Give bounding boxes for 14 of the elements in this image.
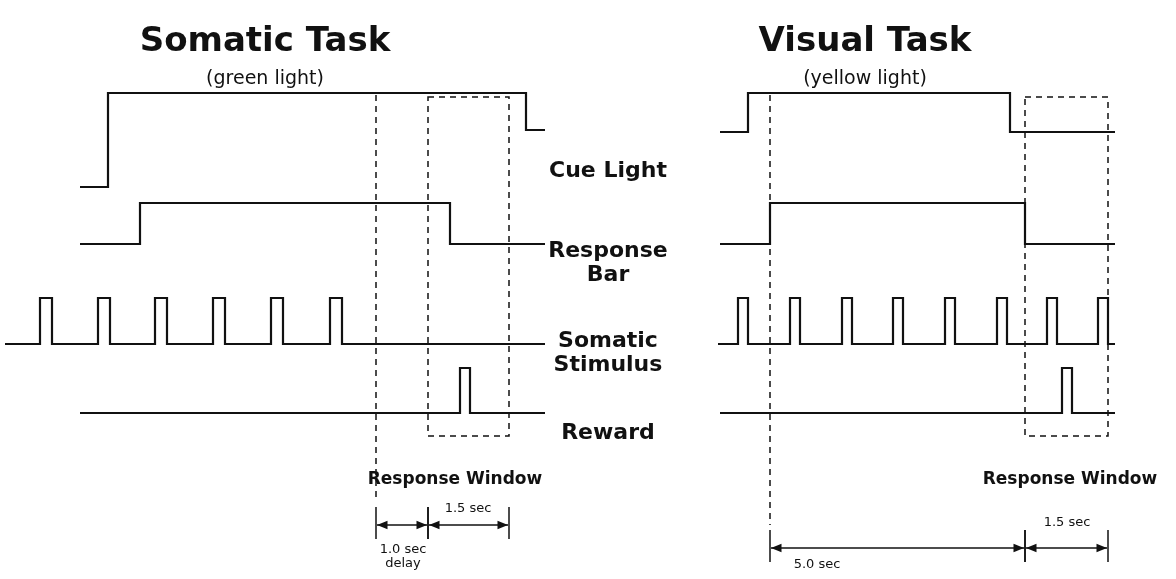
signal-name: Response Bar bbox=[548, 237, 668, 287]
window-label: Response Window bbox=[982, 468, 1158, 488]
duration-label: 5.0 sec bbox=[793, 556, 841, 572]
signal-name: Reward bbox=[560, 419, 656, 445]
heading: Visual Task bbox=[758, 21, 972, 59]
window-label: Response Window bbox=[367, 468, 543, 488]
duration-label: 1.5 sec bbox=[444, 500, 492, 516]
duration-label: 1.5 sec bbox=[1043, 514, 1091, 530]
signal-name: Cue Light bbox=[548, 157, 668, 183]
subheading: (yellow light) bbox=[803, 66, 927, 88]
subheading: (green light) bbox=[206, 66, 324, 88]
signal-name: Somatic Stimulus bbox=[552, 327, 664, 377]
heading: Somatic Task bbox=[139, 21, 391, 59]
duration-label: 1.0 sec delay bbox=[378, 541, 428, 571]
